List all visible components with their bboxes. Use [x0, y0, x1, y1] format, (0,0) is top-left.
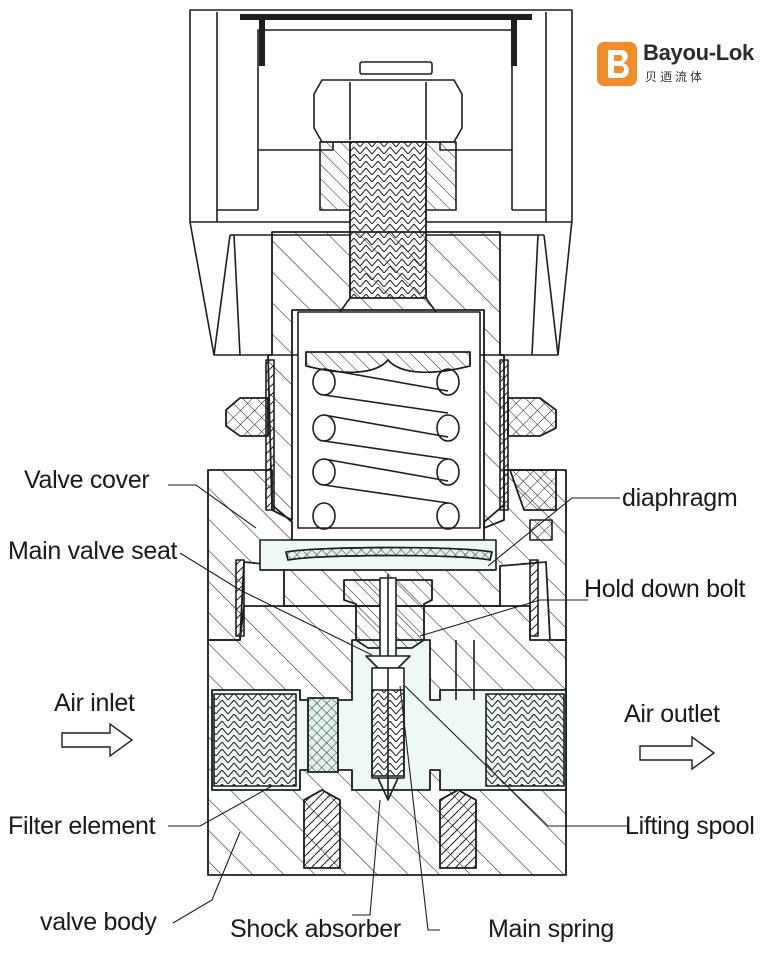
air-outlet-arrow [639, 735, 716, 771]
spring-coil-wire [323, 368, 449, 414]
poppet-assembly [343, 574, 433, 801]
label-diaphragm: diaphragm [622, 484, 738, 512]
logo-mark-icon [597, 42, 637, 86]
label-hold-down-bolt: Hold down bolt [584, 575, 746, 603]
spring-coil-left [312, 502, 336, 530]
leader-lines [168, 484, 628, 931]
label-air-outlet: Air outlet [624, 700, 720, 728]
main-coil-spring [312, 368, 460, 530]
adjusting-screw [313, 61, 463, 361]
label-main-spring: Main spring [488, 915, 614, 943]
lock-nut [225, 397, 557, 437]
label-lifting-spool: Lifting spool [625, 812, 755, 840]
logo-brand-name: Bayou-Lok [643, 40, 754, 65]
label-main-valve-seat: Main valve seat [8, 537, 178, 565]
label-valve-body: valve body [40, 908, 157, 936]
label-valve-cover: Valve cover [24, 466, 150, 494]
brand-logo: Bayou-Lok 贝迺流体 [597, 40, 767, 90]
spring-coil-wire [323, 414, 449, 460]
label-filter-element: Filter element [8, 812, 156, 840]
bonnet [265, 231, 509, 529]
diaphragm-membrane [259, 539, 497, 571]
spring-coil-right [436, 458, 460, 486]
spring-coil-wire [323, 458, 449, 504]
spring-chamber [297, 311, 481, 529]
label-shock-absorber: Shock absorber [230, 915, 401, 943]
air-inlet-arrow [61, 722, 134, 758]
spring-coil-right [436, 502, 460, 530]
spring-coil-right [436, 414, 460, 442]
label-air-inlet: Air inlet [54, 689, 135, 717]
spring-coil-right [436, 368, 460, 396]
logo-subtitle: 贝迺流体 [645, 70, 706, 84]
